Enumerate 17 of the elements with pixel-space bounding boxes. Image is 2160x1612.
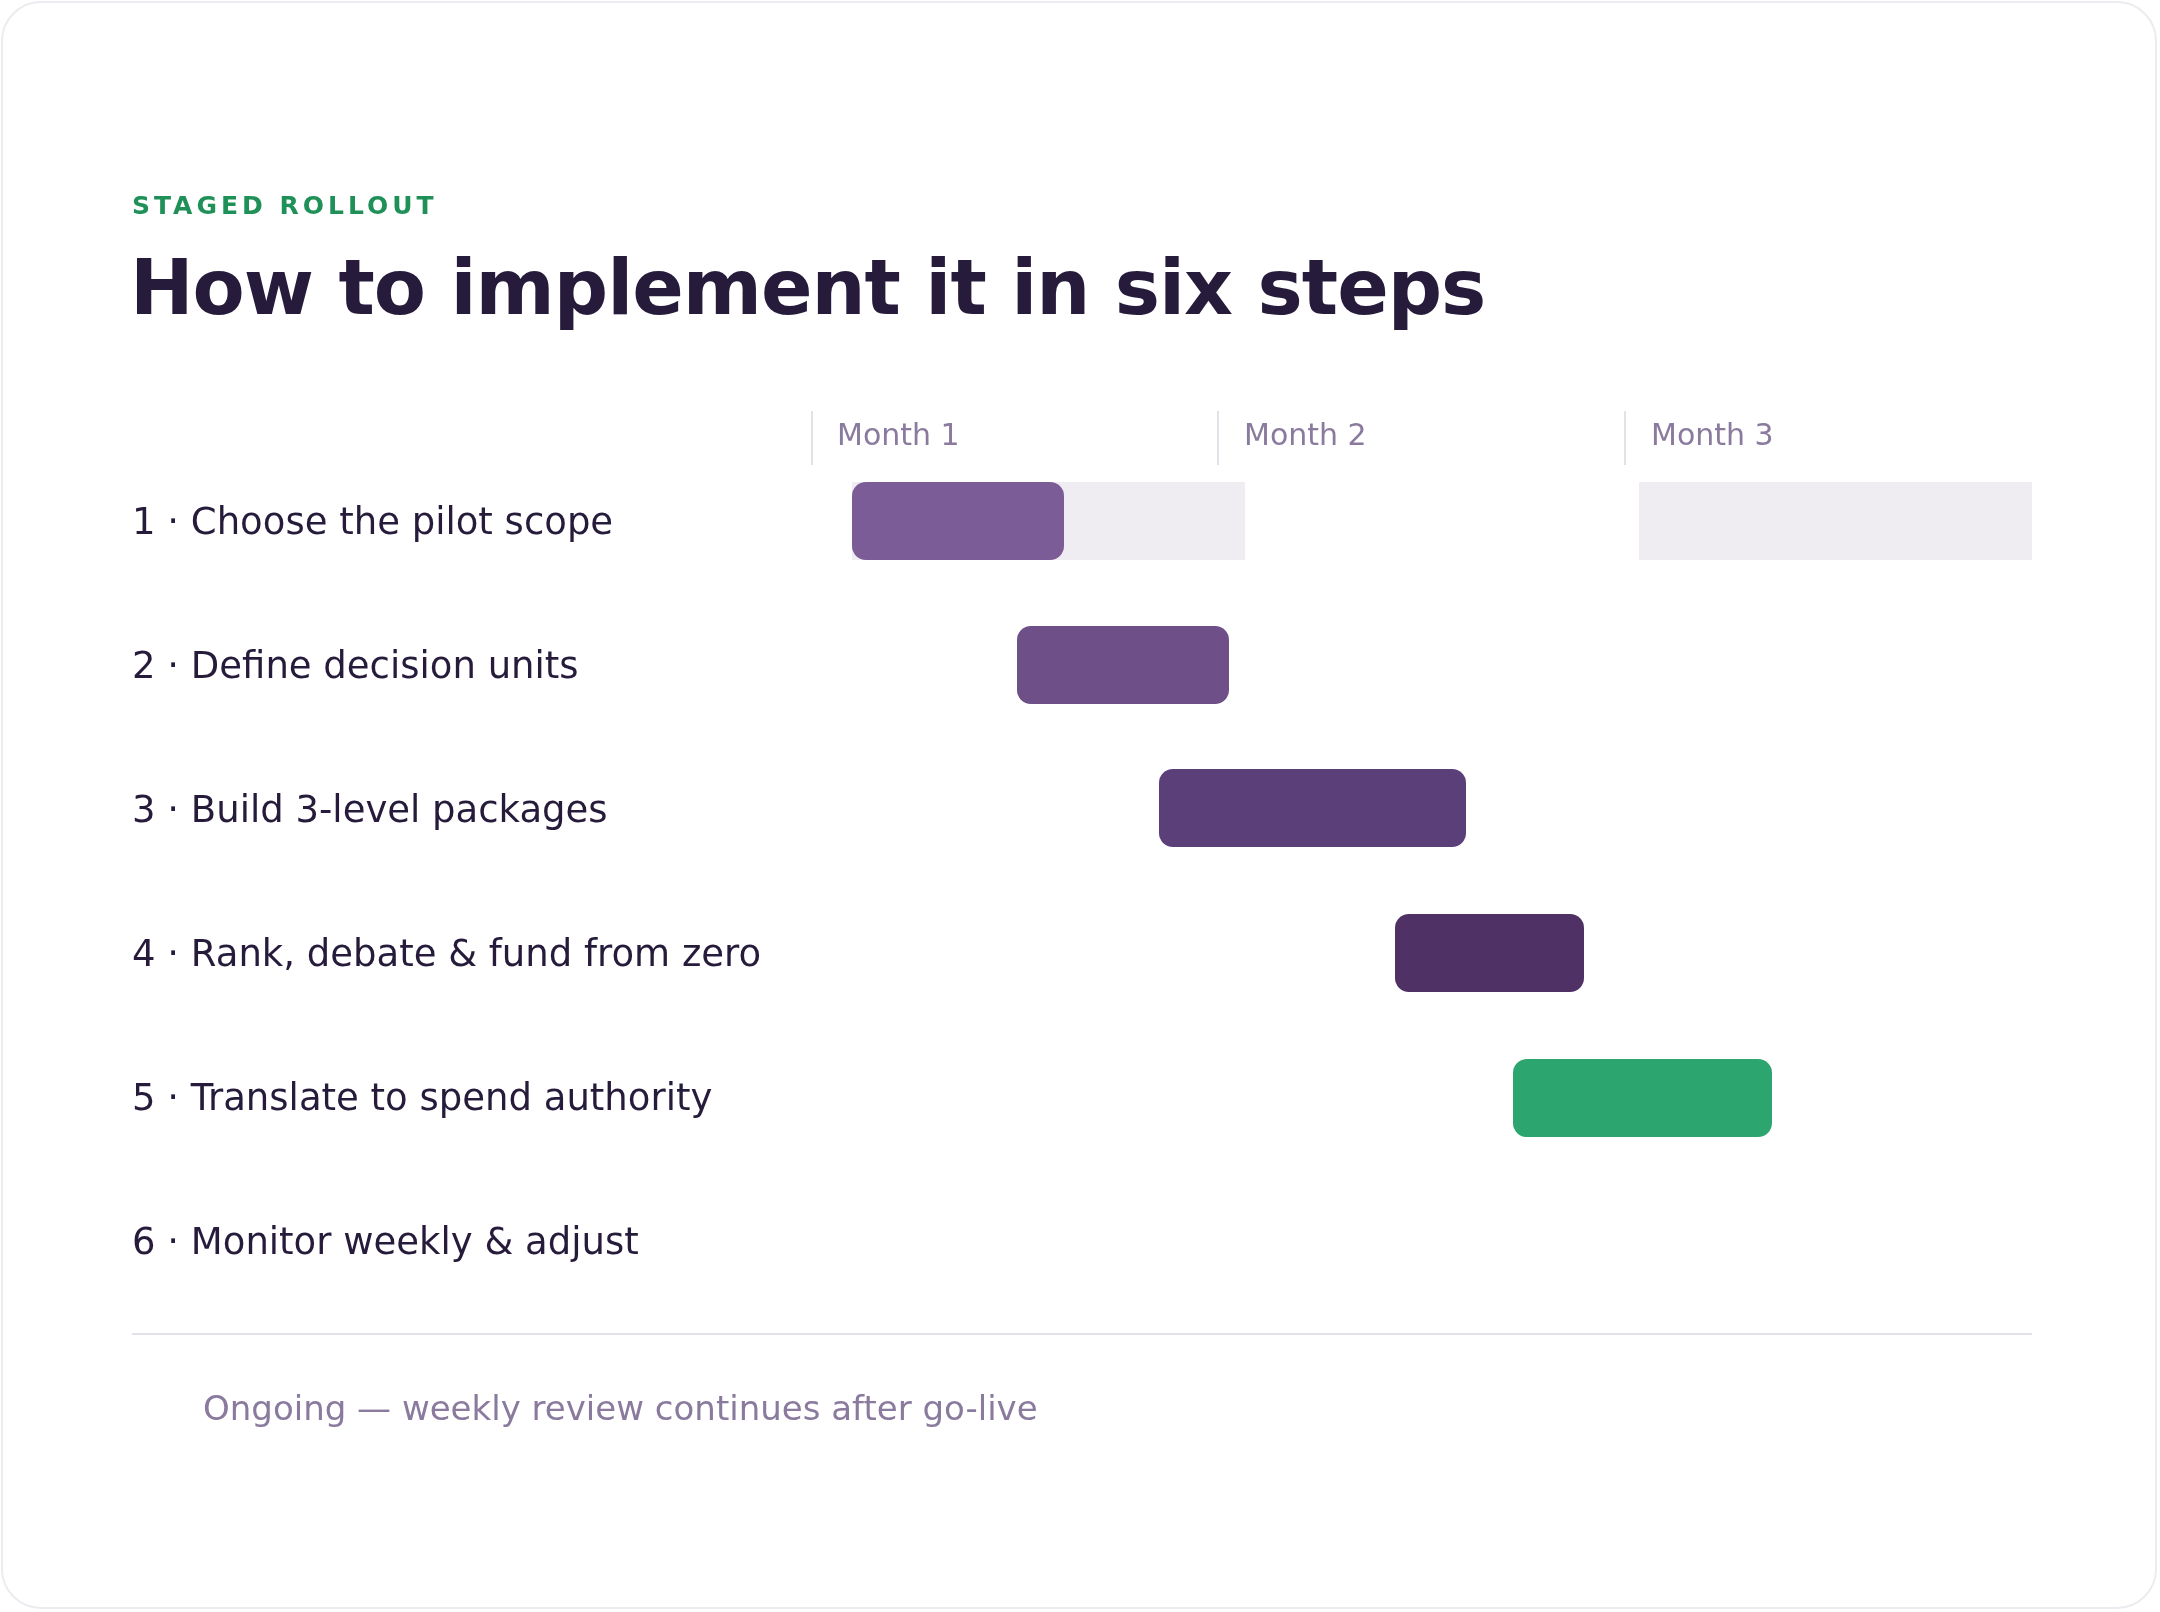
step-label: 2 · Define decision units <box>132 644 579 687</box>
eyebrow-label: STAGED ROLLOUT <box>132 191 438 220</box>
timeline-bar <box>1395 914 1584 992</box>
month-label: Month 1 <box>837 417 960 452</box>
title: How to implement it in six steps <box>130 243 1486 332</box>
month-label: Month 2 <box>1244 417 1367 452</box>
step-label: 6 · Monitor weekly & adjust <box>132 1220 639 1263</box>
timeline-bar <box>1159 769 1466 847</box>
step-label: 4 · Rank, debate & fund from zero <box>132 932 762 975</box>
step-label: 1 · Choose the pilot scope <box>132 500 614 543</box>
timeline-bar <box>1017 626 1229 704</box>
month-label: Month 3 <box>1651 417 1774 452</box>
timeline-bar <box>1513 1059 1772 1137</box>
step-label: 3 · Build 3-level packages <box>132 788 608 831</box>
step-label: 5 · Translate to spend authority <box>132 1076 713 1119</box>
timeline-bar <box>852 482 1064 560</box>
caption: Ongoing — weekly review continues after go-live <box>203 1388 1038 1428</box>
